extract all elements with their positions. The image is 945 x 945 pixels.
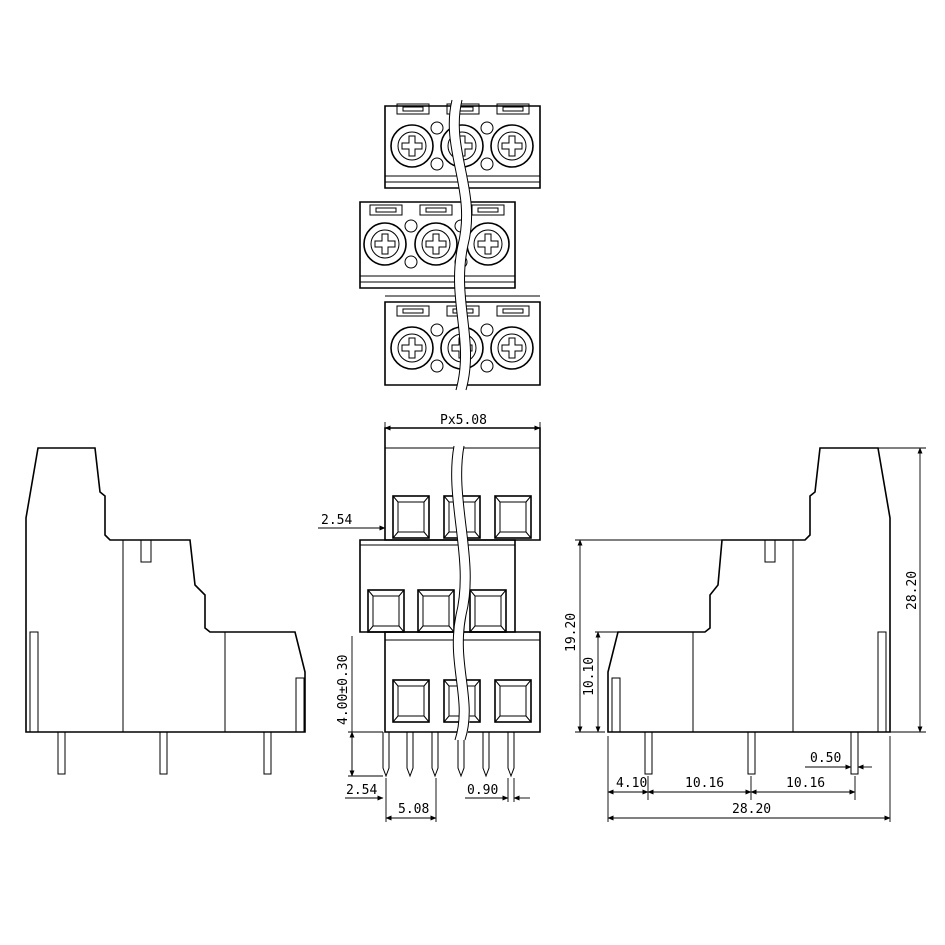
left-side-view <box>25 447 306 775</box>
screw-icon <box>390 124 434 168</box>
front-view <box>359 427 541 778</box>
dimension-labels: Px5.08 2.54 2.54 5.08 0.90 4.00±0.30 19.… <box>321 413 920 817</box>
dim-pitch: Px5.08 <box>440 413 487 428</box>
top-view-tier-2 <box>359 201 516 289</box>
dim-span-1: 10.16 <box>685 776 724 791</box>
screw-icon <box>466 222 510 266</box>
screw-icon <box>390 326 434 370</box>
dim-height-low: 10.10 <box>582 657 597 696</box>
screw-icon <box>490 326 534 370</box>
dim-pin-width: 0.90 <box>467 783 498 798</box>
screw-icon <box>414 222 458 266</box>
dim-depth-total: 28.20 <box>732 802 771 817</box>
screw-icon <box>363 222 407 266</box>
dim-offset-top: 2.54 <box>321 513 352 528</box>
top-view <box>359 99 541 391</box>
dim-pitch-bottom: 5.08 <box>398 802 429 817</box>
dim-pin-height: 4.00±0.30 <box>336 655 351 725</box>
dim-height-mid: 19.20 <box>564 613 579 652</box>
right-side-view <box>580 447 891 775</box>
dim-edge-offset: 4.10 <box>616 776 647 791</box>
dim-offset-bottom: 2.54 <box>346 783 377 798</box>
dim-span-2: 10.16 <box>786 776 825 791</box>
dim-height-total: 28.20 <box>905 571 920 610</box>
dim-pin-thickness: 0.50 <box>810 751 841 766</box>
screw-icon <box>490 124 534 168</box>
dimension-lines <box>318 422 926 822</box>
